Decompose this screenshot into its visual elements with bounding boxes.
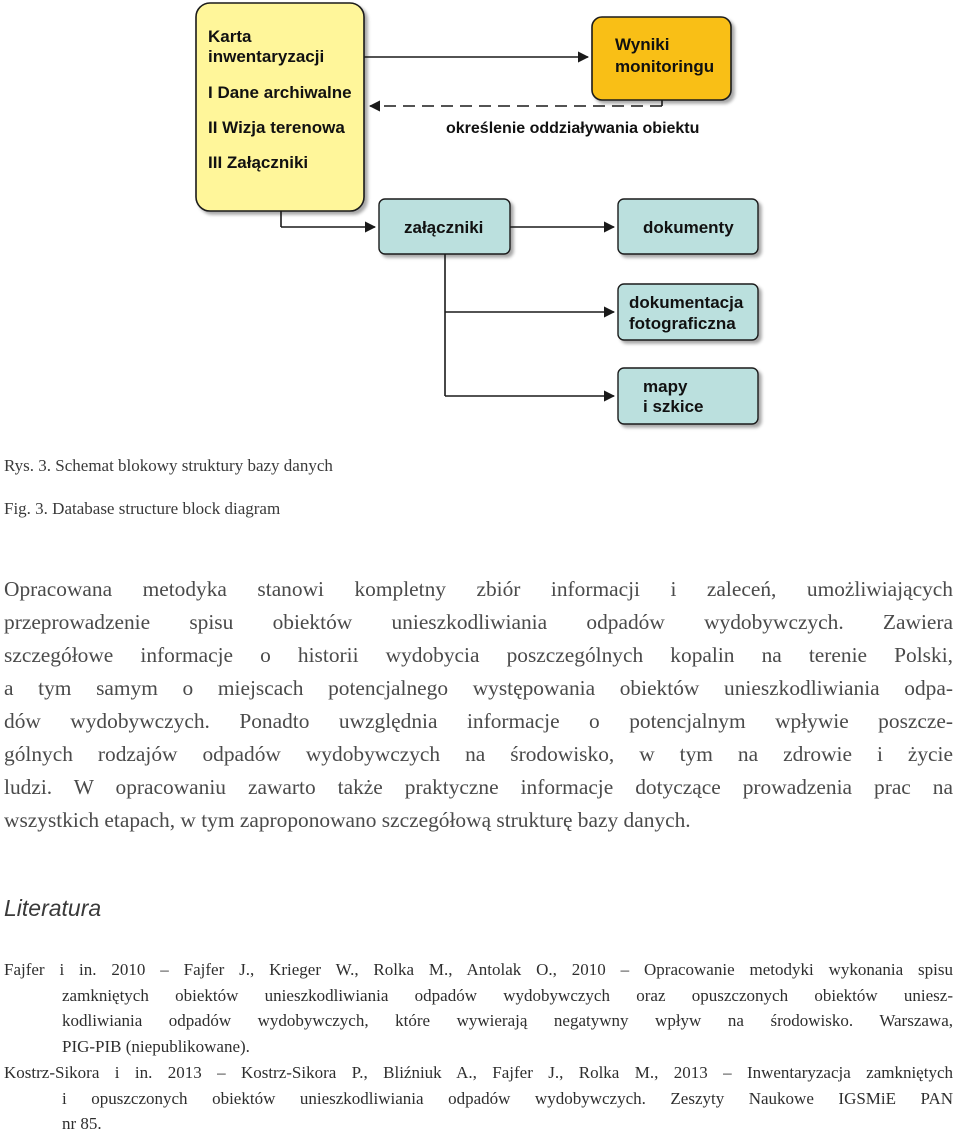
impact-label: określenie oddziaływania obiektu bbox=[446, 120, 699, 137]
monitoring-results-box: Wyniki monitoringu bbox=[591, 16, 732, 101]
maps-sketches-line2: i szkice bbox=[643, 397, 704, 416]
inventory-card-title-line2: inwentaryzacji bbox=[208, 47, 324, 66]
body-paragraph: Opracowana metodyka stanowi kompletny zb… bbox=[4, 573, 953, 837]
attachments-label: załączniki bbox=[404, 218, 483, 237]
literature-heading: Literatura bbox=[4, 895, 102, 921]
photo-documentation-box: dokumentacja fotograficzna bbox=[617, 283, 759, 341]
body-line: gólnych rodzajów odpadów wydobywczych na… bbox=[4, 742, 953, 766]
reference-entry: Kostrz-Sikora i in. 2013 – Kostrz-Sikora… bbox=[4, 1060, 953, 1137]
monitoring-results-line2: monitoringu bbox=[615, 57, 714, 76]
figure-caption-pl: Rys. 3. Schemat blokowy struktury bazy d… bbox=[4, 456, 333, 475]
body-line: przeprowadzenie spisu obiektów unieszkod… bbox=[4, 610, 953, 634]
maps-sketches-line1: mapy bbox=[643, 377, 688, 396]
inventory-card-title-line1: Karta bbox=[208, 27, 252, 46]
body-line: dów wydobywczych. Ponadto uwzględnia inf… bbox=[4, 709, 953, 733]
inventory-card-box: Karta inwentaryzacji I Dane archiwalne I… bbox=[195, 2, 365, 212]
body-line: ludzi. W opracowaniu zawarto także prakt… bbox=[4, 775, 953, 799]
documents-box: dokumenty bbox=[617, 198, 759, 255]
inventory-card-item-3: III Załączniki bbox=[208, 153, 308, 172]
body-line: wszystkich etapach, w tym zaproponowano … bbox=[4, 808, 691, 832]
monitoring-results-line1: Wyniki bbox=[615, 35, 669, 54]
arrow-card-to-attachments bbox=[280, 211, 377, 233]
body-line: szczegółowe informacje o historii wydoby… bbox=[4, 643, 953, 667]
reference-line: nr 85. bbox=[62, 1114, 102, 1133]
figure-caption-en: Fig. 3. Database structure block diagram bbox=[4, 499, 281, 518]
database-structure-diagram: Karta inwentaryzacji I Dane archiwalne I… bbox=[195, 2, 759, 425]
arrow-attachments-to-photo-docs bbox=[444, 254, 616, 318]
photo-documentation-line2: fotograficzna bbox=[629, 314, 736, 333]
body-line: Opracowana metodyka stanowi kompletny zb… bbox=[4, 577, 953, 601]
reference-line: kodliwiania odpadów wydobywczych, które … bbox=[62, 1011, 953, 1030]
reference-line: Fajfer i in. 2010 – Fajfer J., Krieger W… bbox=[4, 960, 953, 979]
inventory-card-item-2: II Wizja terenowa bbox=[208, 118, 345, 137]
reference-line: i opuszczonych obiektów unieszkodliwiani… bbox=[62, 1088, 953, 1108]
documents-label: dokumenty bbox=[643, 218, 734, 237]
attachments-box: załączniki bbox=[378, 198, 511, 255]
reference-line: zamkniętych obiektów unieszkodliwiania o… bbox=[62, 985, 953, 1005]
inventory-card-item-1: I Dane archiwalne bbox=[208, 83, 352, 102]
dashed-arrow-results-to-card bbox=[368, 100, 663, 112]
reference-line: PIG-PIB (niepublikowane). bbox=[62, 1036, 250, 1056]
photo-documentation-line1: dokumentacja bbox=[629, 293, 744, 312]
arrow-attachments-to-maps bbox=[444, 312, 616, 402]
body-line: a tym samym o miejscach potencjalnego wy… bbox=[4, 676, 953, 700]
maps-sketches-box: mapy i szkice bbox=[617, 367, 759, 425]
reference-entry: Fajfer i in. 2010 – Fajfer J., Krieger W… bbox=[4, 957, 953, 1059]
reference-line: Kostrz-Sikora i in. 2013 – Kostrz-Sikora… bbox=[4, 1063, 953, 1082]
